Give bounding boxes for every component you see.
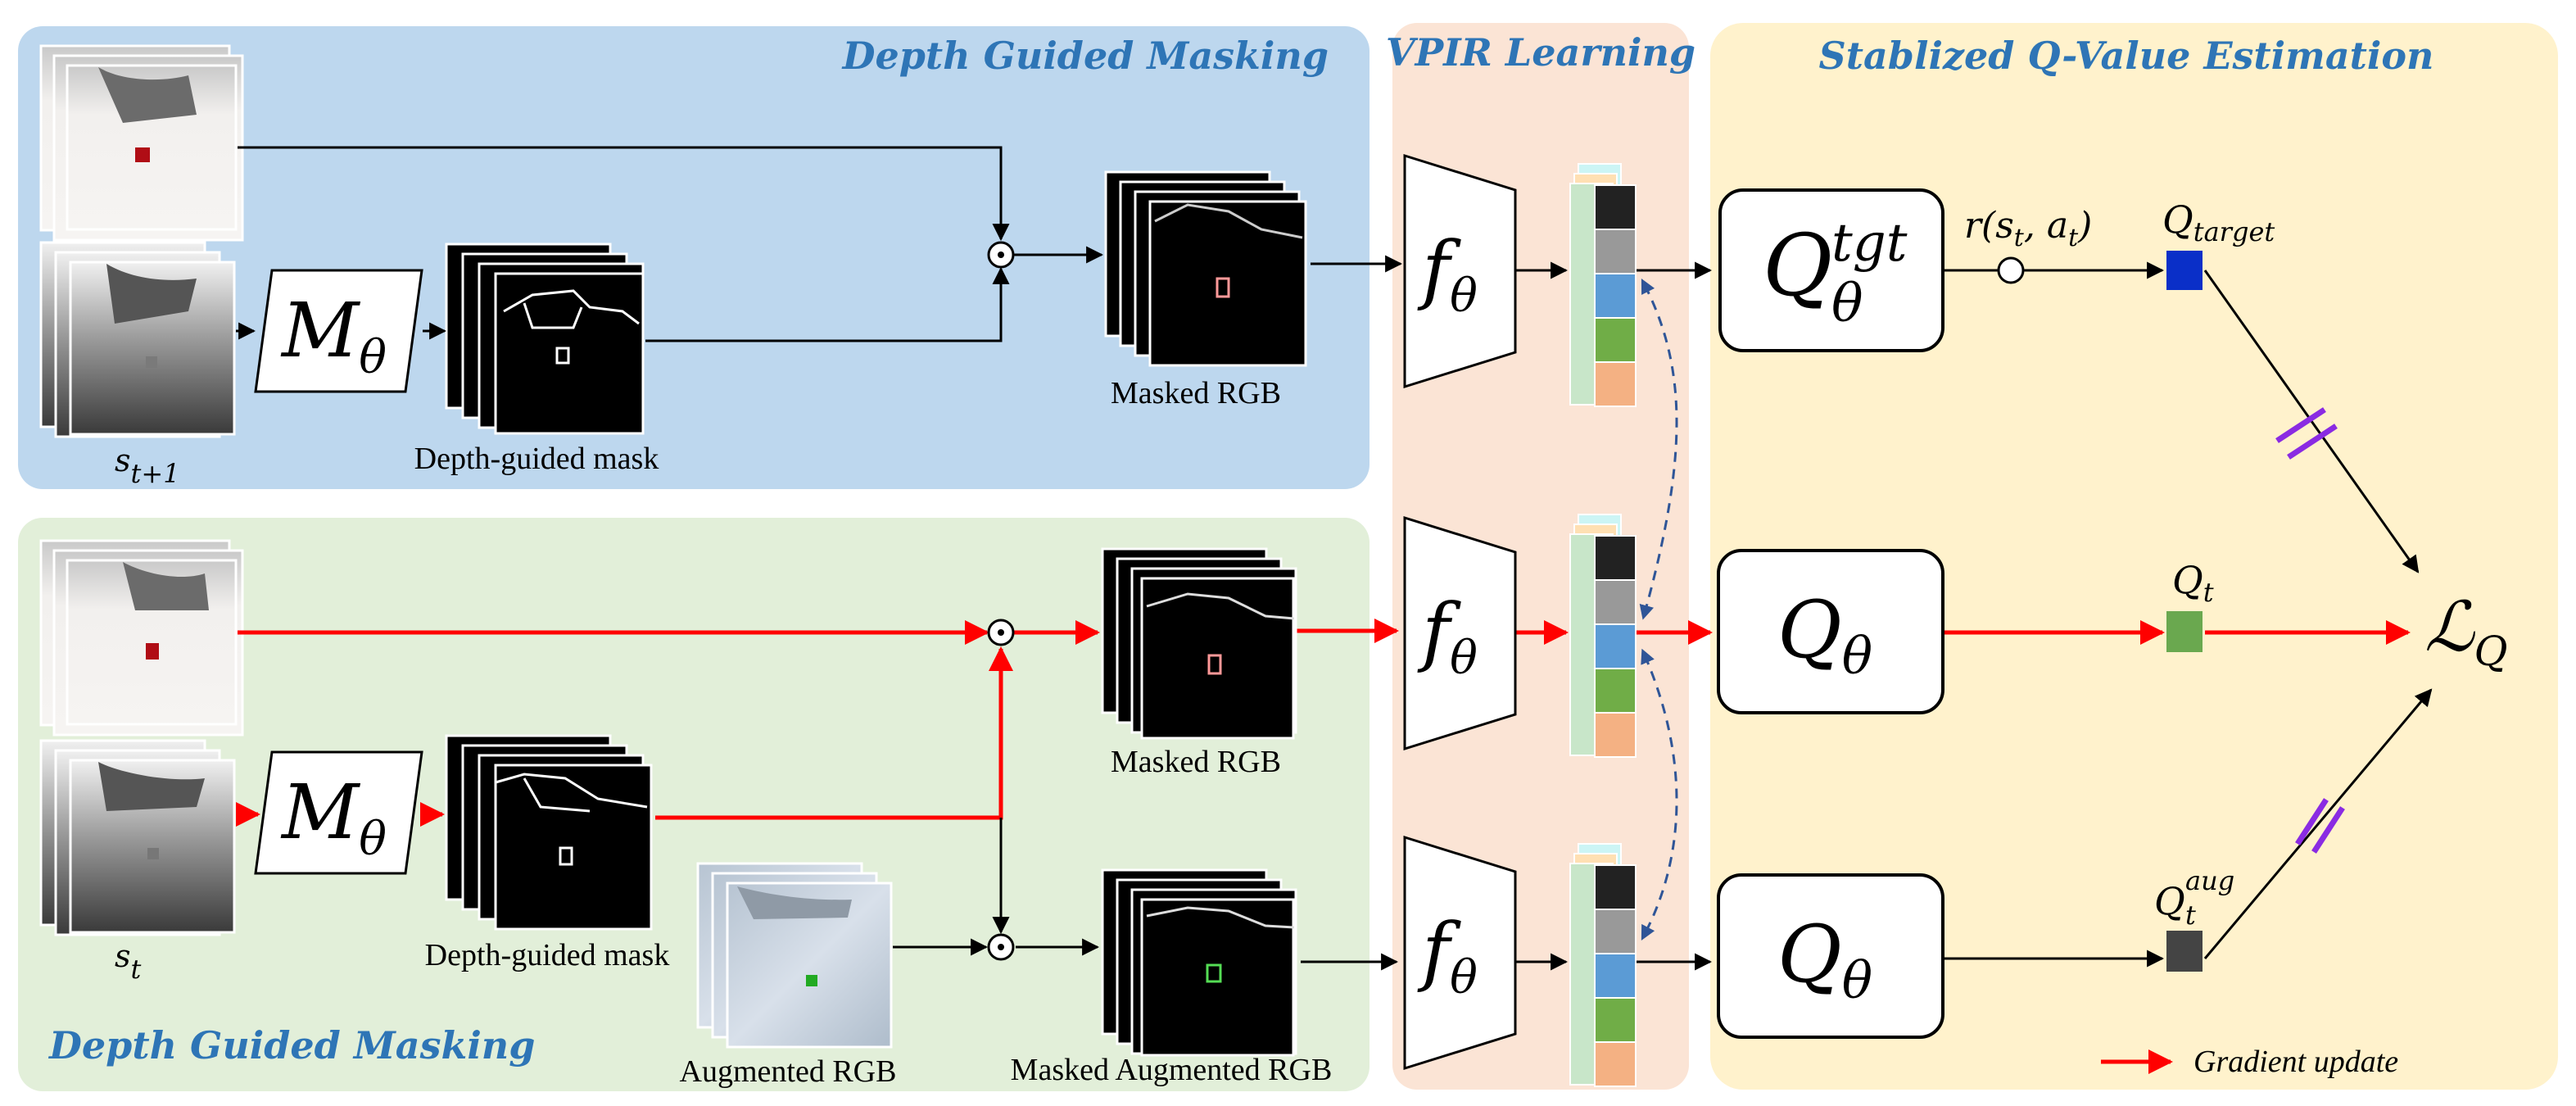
feature-cell <box>1594 361 1637 407</box>
svg-text:tgt: tgt <box>1831 213 1908 274</box>
top-masking-title: Depth Guided Masking <box>841 34 1329 78</box>
feature-cell <box>1594 184 1637 230</box>
svg-text:Qθ: Qθ <box>1777 909 1872 1010</box>
stop-gradient-bottom <box>2295 798 2345 854</box>
vpir-title: VPIR Learning <box>1386 30 1695 75</box>
masked-rgb-mid-label: Masked RGB <box>1111 745 1281 779</box>
masked-rgb-mid-stack <box>1101 547 1297 740</box>
feature-cell <box>1594 668 1637 714</box>
encoder-bottom: fθ <box>1403 835 1517 1071</box>
svg-text:Qθ: Qθ <box>1777 584 1872 686</box>
q-network-middle: Qθ <box>1717 549 1944 714</box>
hadamard-op-top <box>987 241 1015 269</box>
feature-cell <box>1594 623 1637 669</box>
svg-text:Q: Q <box>1763 215 1832 315</box>
mask-network-top: Mθ <box>254 269 423 393</box>
depth-current-state-stack <box>39 739 236 936</box>
q-t-value-box <box>2166 611 2203 652</box>
feature-cell <box>1594 953 1637 999</box>
q-aug-value-box <box>2166 931 2203 972</box>
augmented-rgb-label: Augmented RGB <box>680 1054 897 1089</box>
loss-label: ℒQ <box>2424 587 2508 675</box>
feature-vector-bottom <box>1569 843 1637 1087</box>
hadamard-op-bottom <box>987 933 1015 961</box>
augmented-rgb-stack <box>696 862 893 1049</box>
mask-top-label: Depth-guided mask <box>414 442 659 476</box>
s-t-label: st <box>115 938 142 985</box>
feature-cell <box>1594 317 1637 363</box>
feature-cell <box>1594 712 1637 758</box>
rgb-current-state-stack <box>39 539 244 737</box>
q-estimation-title: Stablized Q-Value Estimation <box>1819 34 2434 78</box>
reward-label: r(st, at) <box>1964 205 2092 252</box>
feature-cell <box>1594 229 1637 274</box>
reward-node <box>1997 256 2025 284</box>
depth-next-state-stack <box>39 241 236 438</box>
svg-text:θ: θ <box>1831 274 1863 334</box>
depth-mask-bottom-stack <box>445 734 653 931</box>
depth-mask-top-stack <box>445 243 645 435</box>
q-target-value-box <box>2166 251 2203 290</box>
rgb-next-state-stack <box>39 44 244 242</box>
masked-rgb-top-stack <box>1104 170 1307 367</box>
feature-cell <box>1594 273 1637 319</box>
feature-cell <box>1594 1041 1637 1087</box>
mask-network-bottom: Mθ <box>254 750 423 875</box>
q-t-label: Qt <box>2172 558 2214 608</box>
encoder-to-feature-arrows <box>1515 261 1713 971</box>
mask-bottom-label: Depth-guided mask <box>425 938 670 972</box>
feature-cell <box>1594 579 1637 625</box>
q-aug-sub: t <box>2185 900 2196 931</box>
contrastive-arrows <box>1639 278 1678 941</box>
feature-vector-middle <box>1569 514 1637 758</box>
top-arrows <box>236 146 1403 342</box>
stop-gradient-top <box>2275 407 2338 460</box>
legend-gradient-label: Gradient update <box>2193 1045 2398 1079</box>
encoder-middle: fθ <box>1403 515 1517 751</box>
svg-text:Mθ: Mθ <box>280 287 387 384</box>
bottom-black-arrows <box>893 818 1399 971</box>
q-network-bottom: Qθ <box>1717 873 1944 1039</box>
masked-aug-rgb-stack <box>1101 868 1297 1057</box>
masked-rgb-top-label: Masked RGB <box>1111 376 1281 410</box>
bottom-masking-title: Depth Guided Masking <box>48 1023 535 1067</box>
masked-aug-rgb-label: Masked Augmented RGB <box>1011 1053 1333 1087</box>
legend: Gradient update <box>2101 1045 2398 1079</box>
feature-vector-top <box>1569 163 1637 407</box>
q-aug-label: Q <box>2154 879 2185 923</box>
feature-cell <box>1594 864 1637 910</box>
feature-cell <box>1594 909 1637 954</box>
q-target-network: Q tgt θ <box>1718 188 1944 352</box>
hadamard-op-middle <box>987 619 1015 646</box>
q-aug-sup: aug <box>2185 865 2234 896</box>
encoder-top: fθ <box>1403 153 1517 389</box>
feature-cell <box>1594 997 1637 1043</box>
q-target-label: Qtarget <box>2162 197 2275 247</box>
s-next-label: st+1 <box>115 442 180 489</box>
svg-text:Mθ: Mθ <box>280 768 387 866</box>
feature-cell <box>1594 535 1637 581</box>
